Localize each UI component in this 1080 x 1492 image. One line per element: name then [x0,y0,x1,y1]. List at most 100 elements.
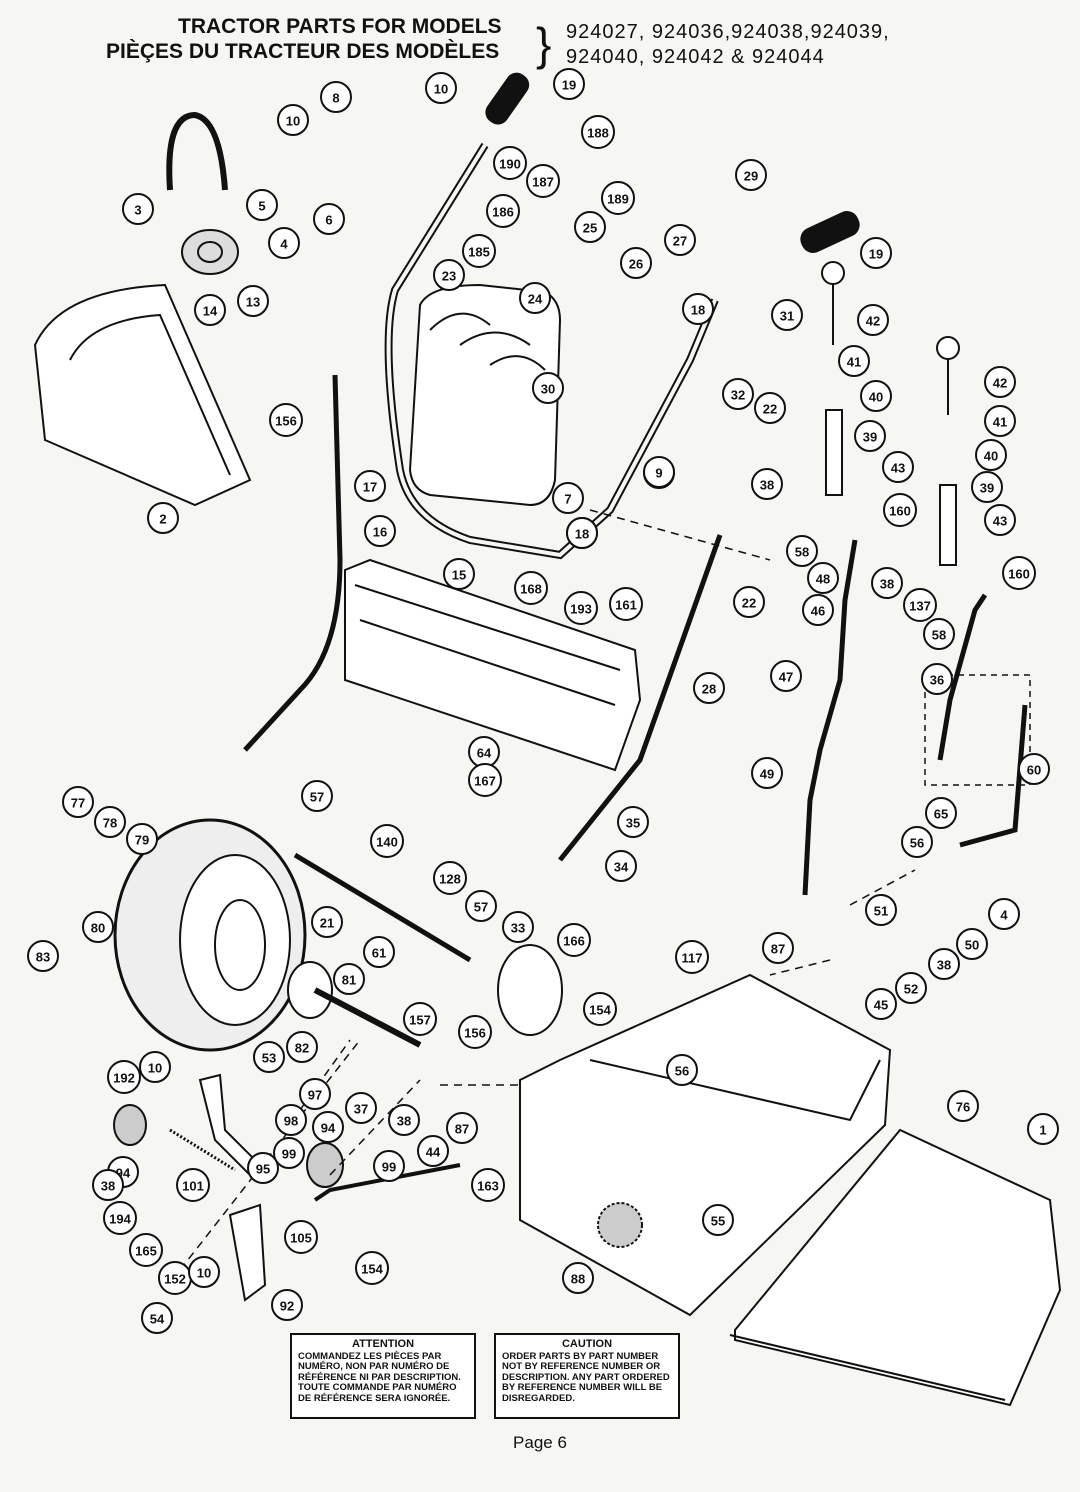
title-english: TRACTOR PARTS FOR MODELS [178,15,502,38]
callout-number: 51 [874,904,888,919]
callout-number: 156 [464,1026,486,1041]
callout-186: 186 [486,194,520,228]
callout-42: 42 [857,304,889,336]
callout-number: 30 [541,382,555,397]
callout-13: 13 [237,285,269,317]
callout-circle [141,1302,173,1334]
callout-circle [188,1256,220,1288]
callout-number: 40 [984,449,998,464]
callout-number: 14 [203,304,218,319]
callout-number: 186 [492,205,514,220]
callout-88: 88 [562,1262,594,1294]
callout-81: 81 [333,963,365,995]
callout-number: 192 [113,1071,135,1086]
callout-circle [854,420,886,452]
callout-circle [601,181,635,215]
callout-circle [333,963,365,995]
callout-number: 47 [779,670,793,685]
callout-circle [984,405,1016,437]
callout-95: 95 [247,1152,279,1184]
callout-circle [928,948,960,980]
callout-number: 65 [934,807,948,822]
callout-number: 167 [474,774,496,789]
callout-circle [984,504,1016,536]
callout-circle [581,115,615,149]
callout-circle [313,203,345,235]
belt-part [166,111,228,191]
callout-187: 187 [526,164,560,198]
callout-10: 10 [425,72,457,104]
callout-number: 29 [744,169,758,184]
callout-number: 154 [361,1262,383,1277]
callout-41: 41 [984,405,1016,437]
callout-number: 15 [452,568,466,583]
callout-3: 3 [122,193,154,225]
callout-number: 10 [286,114,300,129]
callout-circle [838,345,870,377]
callout-128: 128 [433,861,467,895]
callout-number: 79 [135,833,149,848]
callout-34: 34 [605,850,637,882]
callout-43: 43 [882,451,914,483]
callout-circle [268,227,300,259]
link-part [802,539,858,896]
callout-58: 58 [786,535,818,567]
callout-56: 56 [666,1054,698,1086]
callout-number: 10 [197,1266,211,1281]
callout-166: 166 [557,923,591,957]
callout-41: 41 [838,345,870,377]
callout-number: 38 [101,1179,115,1194]
callout-number: 52 [904,982,918,997]
callout-number: 25 [583,221,597,236]
callout-number: 4 [280,237,288,252]
callout-number: 10 [434,82,448,97]
callout-44: 44 [417,1135,449,1167]
callout-number: 28 [702,682,716,697]
callout-circle [802,594,834,626]
callout-38: 38 [751,468,783,500]
callout-23: 23 [433,259,465,291]
callout-43: 43 [984,504,1016,536]
callout-circle [566,517,598,549]
caution-heading: CAUTION [561,1338,613,1350]
callout-number: 18 [691,303,705,318]
callout-38: 38 [928,948,960,980]
axle-part [293,852,472,963]
callout-number: 31 [780,309,794,324]
callout-circle [620,247,652,279]
callout-circle [901,826,933,858]
callout-circle [354,470,386,502]
callout-number: 98 [284,1114,298,1129]
callout-circle [526,164,560,198]
callout-circle [762,932,794,964]
callout-circle [1018,753,1050,785]
callout-circle [751,468,783,500]
callout-number: 88 [571,1272,585,1287]
callout-80: 80 [82,911,114,943]
callout-circle [237,285,269,317]
callout-circle [771,299,803,331]
caution-body: ORDER PARTS BY PART NUMBER NOT BY REFERE… [502,1350,670,1404]
callout-33: 33 [502,911,534,943]
callout-circle [311,906,343,938]
callout-circle [139,1051,171,1083]
callout-number: 46 [811,604,825,619]
callout-76: 76 [947,1090,979,1122]
callout-number: 128 [439,872,461,887]
callout-number: 99 [282,1147,296,1162]
callout-10: 10 [139,1051,171,1083]
brace-glyph: } [536,18,552,70]
callout-circle [345,1092,377,1124]
callout-number: 190 [499,157,521,172]
callout-26: 26 [620,247,652,279]
callout-number: 42 [993,376,1007,391]
pulley-part [181,229,239,275]
callout-number: 55 [711,1214,725,1229]
callout-circle [702,1204,734,1236]
callout-65: 65 [925,797,957,829]
callout-circle [269,403,303,437]
callout-number: 97 [308,1088,322,1103]
callout-circle [693,672,725,704]
callout-number: 156 [275,414,297,429]
